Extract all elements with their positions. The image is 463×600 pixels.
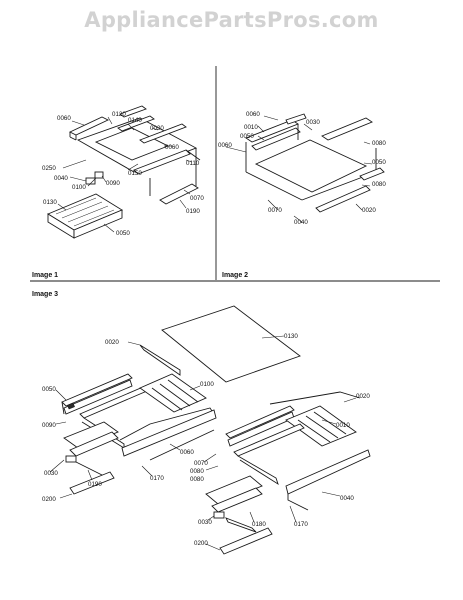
part-label: 0070 [190,195,204,202]
part-label: 0190 [186,208,200,215]
part-label: 0060 [218,142,232,149]
part-label: 0070 [268,207,282,214]
part-label: 0060 [57,115,71,122]
part-label: 0200 [42,496,56,503]
part-label: 0050 [372,159,386,166]
image-2-caption: Image 2 [222,272,248,279]
part-label: 0150 [128,170,142,177]
part-label: 0040 [294,219,308,226]
part-label: 0060 [165,144,179,151]
part-label: 0130 [284,333,298,340]
part-label: 0030 [198,519,212,526]
part-label: 0140 [128,117,142,124]
part-label: 0060 [246,111,260,118]
part-label: 0030 [44,470,58,477]
part-label: 0020 [105,339,119,346]
part-label: 0040 [54,175,68,182]
part-label: 0100 [200,381,214,388]
part-label: 0080 [372,140,386,147]
part-label: 0050 [42,386,56,393]
part-label: 0130 [43,199,57,206]
part-label: 0040 [340,495,354,502]
part-label: 0010 [244,124,258,131]
part-label: 0070 [194,460,208,467]
part-label: 0090 [106,180,120,187]
part-label: 0080 [190,476,204,483]
image-1-labels: 0060 0120 0140 0030 0060 0110 0250 0040 … [42,111,204,237]
part-label: 0170 [294,521,308,528]
image-1-drawing [47,105,201,239]
part-label: 0080 [190,468,204,475]
part-label: 0060 [180,449,194,456]
part-label: 0180 [252,521,266,528]
image-3-caption: Image 3 [32,291,58,298]
part-label: 0030 [150,125,164,132]
part-label: 0050 [240,133,254,140]
part-label: 0120 [112,111,126,118]
part-label: 0100 [72,184,86,191]
watermark: AppliancePartsPros.com [84,8,379,32]
part-label: 0050 [116,230,130,237]
image-2-drawing [225,113,385,223]
part-label: 0090 [42,422,56,429]
part-label: 0020 [356,393,370,400]
part-label: 0020 [362,207,376,214]
part-label: 0170 [150,475,164,482]
part-label: 0190 [88,481,102,488]
part-label: 0030 [306,119,320,126]
part-label: 0010 [336,422,350,429]
image-3-drawing [49,305,371,555]
part-label: 0200 [194,540,208,547]
panel-frame [30,66,440,282]
part-label: 0250 [42,165,56,172]
part-label: 0110 [186,160,200,167]
image-1-caption: Image 1 [32,272,58,279]
part-label: 0080 [372,181,386,188]
image-3-labels: 0020 0130 0050 0100 0020 0090 0010 0080 … [42,333,370,547]
image-2-labels: 0060 0010 0050 0030 0060 0080 0080 0050 … [218,111,386,226]
